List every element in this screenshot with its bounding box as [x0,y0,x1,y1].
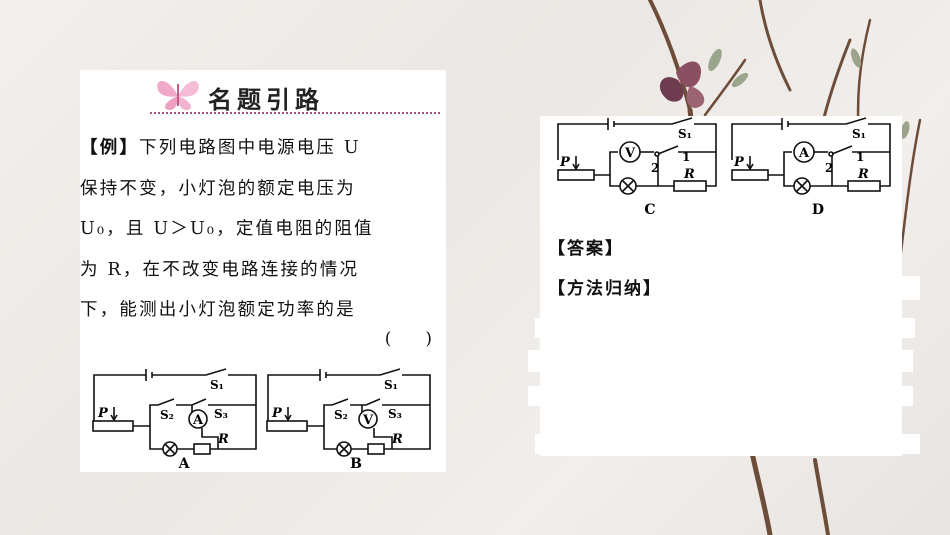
blank-strip [535,318,915,338]
blank-strip [528,350,913,372]
resistor-r-label: R [683,167,695,182]
circuit-c: V S₁ 2 1 P R C [557,117,717,218]
option-a-label: A [178,456,191,470]
title-underline [150,112,440,116]
question-line: 【例】下列电路图中电源电压 U [80,138,361,158]
terminal-1-label: 1 [856,150,864,164]
question-line: 下，能测出小灯泡额定功率的是 [80,300,356,320]
terminal-2-label: 2 [651,161,659,175]
section-heading: 名题引路 [150,78,450,114]
page-title: 名题引路 [208,86,324,114]
voltmeter-icon: V [624,146,636,161]
voltmeter-icon: V [362,413,374,428]
rheostat-p-label: P [733,155,745,170]
ammeter-icon: A [192,413,204,428]
question-card: 名题引路 【例】下列电路图中电源电压 U 保持不变，小灯泡的额定电压为 U₀，且… [80,70,446,472]
blank-strip [900,276,920,300]
rheostat-p-label: P [271,406,283,421]
question-line: U₀，且 U＞U₀，定值电阻的阻值 [80,219,374,239]
switch-s1-label: S₁ [678,127,692,141]
circuit-b: V S₁ S₂ S₃ P R B [266,368,431,470]
option-d-label: D [812,202,824,218]
answer-blank: ( ) [384,329,432,349]
switch-s1-label: S₁ [384,378,398,392]
method-summary-label: 【方法归纳】 [548,279,662,299]
question-line: 保持不变，小灯泡的额定电压为 [80,178,356,199]
question-text: 【例】下列电路图中电源电压 U 保持不变，小灯泡的额定电压为 U₀，且 U＞U₀… [80,128,440,331]
switch-s3-label: S₃ [388,407,402,421]
butterfly-icon [157,80,199,110]
example-tag: 【例】 [80,138,140,158]
resistor-r-label: R [857,167,869,182]
option-c-label: C [644,202,655,218]
blank-strip [528,386,913,406]
question-line: 为 R，在不改变电路连接的情况 [80,259,360,280]
answer-label: 【答案】 [548,239,624,259]
switch-s2-label: S₂ [160,408,174,422]
rheostat-p-label: P [97,406,109,421]
switch-s2-label: S₂ [334,408,348,422]
blank-strip [535,434,920,454]
resistor-r-label: R [391,432,403,447]
switch-s3-label: S₃ [214,407,228,421]
terminal-1-label: 1 [682,150,690,164]
ammeter-icon: A [798,146,810,161]
rheostat-p-label: P [559,155,571,170]
switch-s1-label: S₁ [210,378,224,392]
option-b-label: B [350,456,362,470]
terminal-2-label: 2 [825,161,833,175]
switch-s1-label: S₁ [852,127,866,141]
circuit-a: A S₁ S₂ S₃ P R A [92,368,257,470]
resistor-r-label: R [217,432,229,447]
circuit-d: A S₁ 2 1 P R D [731,117,891,218]
